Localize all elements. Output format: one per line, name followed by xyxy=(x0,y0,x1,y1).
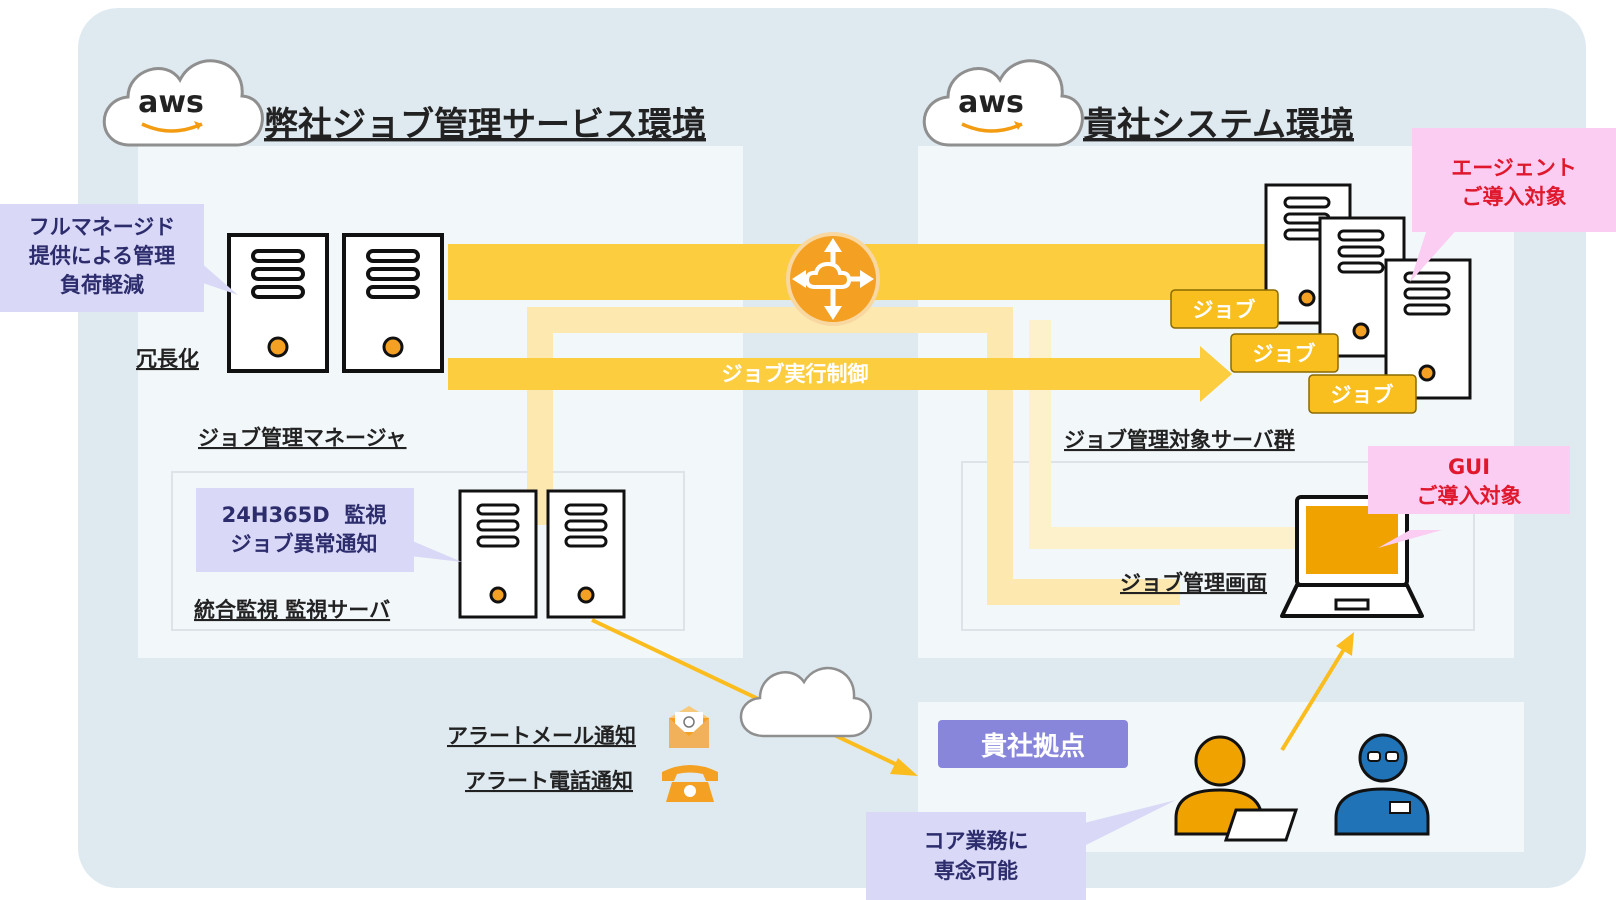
job-tag-3: ジョブ xyxy=(1308,374,1417,414)
agent-callout: エージェント ご導入対象 xyxy=(1410,128,1616,282)
gui-flow xyxy=(1029,320,1300,549)
gui-callout: GUI ご導入対象 xyxy=(1368,446,1570,548)
internet-cloud-icon xyxy=(739,666,872,738)
aws-cloud-right: aws xyxy=(922,59,1084,147)
router-icon xyxy=(786,232,880,326)
monitor-server-2 xyxy=(546,489,626,619)
aws-cloud-left: aws xyxy=(102,59,264,147)
managed-callout-line1: フルマネージド xyxy=(29,215,176,239)
alert-mail-label: アラートメール通知 xyxy=(447,724,636,748)
job-tag-1: ジョブ xyxy=(1170,289,1279,329)
monitoring-callout-line2: ジョブ異常通知 xyxy=(231,532,378,556)
alert-arrow-line xyxy=(591,618,909,772)
managed-callout-line3: 負荷軽減 xyxy=(60,273,144,297)
alert-arrow-head xyxy=(890,758,918,776)
gui-callout-line1: GUI xyxy=(1448,455,1490,479)
target-servers-label: ジョブ管理対象サーバ群 xyxy=(1064,428,1295,452)
job-tag-1-label: ジョブ xyxy=(1193,298,1256,322)
job-exec-label: ジョブ実行制御 xyxy=(722,362,869,386)
left-env-title: 弊社ジョブ管理サービス環境 xyxy=(264,105,706,145)
job-exec-arrow-shaft xyxy=(448,358,1200,390)
access-arrow-head xyxy=(1336,632,1354,656)
site-label: 貴社拠点 xyxy=(981,731,1085,762)
user-person-icon xyxy=(1174,735,1299,842)
aws-logo-right: aws xyxy=(958,85,1024,120)
monitor-server-label: 統合監視 監視サーバ xyxy=(194,598,390,622)
aws-logo-left: aws xyxy=(138,85,204,120)
job-exec-arrow-head xyxy=(1200,346,1232,402)
job-tag-2: ジョブ xyxy=(1230,333,1339,373)
monitoring-callout-line1: 24H365D 監視 xyxy=(222,503,387,527)
managed-callout-line2: 提供による管理 xyxy=(29,244,175,268)
redundancy-label: 冗長化 xyxy=(136,347,199,371)
job-tag-3-label: ジョブ xyxy=(1331,383,1394,407)
agent-callout-line1: エージェント xyxy=(1451,156,1577,180)
target-server-1 xyxy=(1264,183,1352,325)
laptop-icon xyxy=(1280,495,1424,618)
target-server-3 xyxy=(1384,258,1472,400)
job-manager-server-2 xyxy=(342,233,444,373)
managed-callout: フルマネージド 提供による管理 負荷軽減 xyxy=(0,204,238,312)
job-manager-server-1 xyxy=(227,233,329,373)
job-manager-label: ジョブ管理マネージャ xyxy=(198,426,407,450)
alert-phone-label: アラート電話通知 xyxy=(465,769,633,793)
core-callout-line2: 専念可能 xyxy=(934,859,1018,883)
job-tag-2-label: ジョブ xyxy=(1253,342,1316,366)
core-callout-line1: コア業務に xyxy=(924,829,1029,853)
site-badge xyxy=(938,720,1128,768)
operator-person-icon xyxy=(1334,733,1430,836)
mail-icon xyxy=(669,706,709,748)
gui-callout-line2: ご導入対象 xyxy=(1417,484,1522,508)
agent-callout-line2: ご導入対象 xyxy=(1462,185,1567,209)
job-screen-label: ジョブ管理画面 xyxy=(1120,571,1267,595)
monitoring-callout: 24H365D 監視 ジョブ異常通知 xyxy=(196,488,462,572)
core-callout: コア業務に 専念可能 xyxy=(866,800,1176,900)
access-arrow-line xyxy=(1280,644,1348,752)
phone-icon xyxy=(662,765,718,802)
monitor-server-1 xyxy=(458,489,538,619)
right-env-title: 貴社システム環境 xyxy=(1083,105,1354,145)
